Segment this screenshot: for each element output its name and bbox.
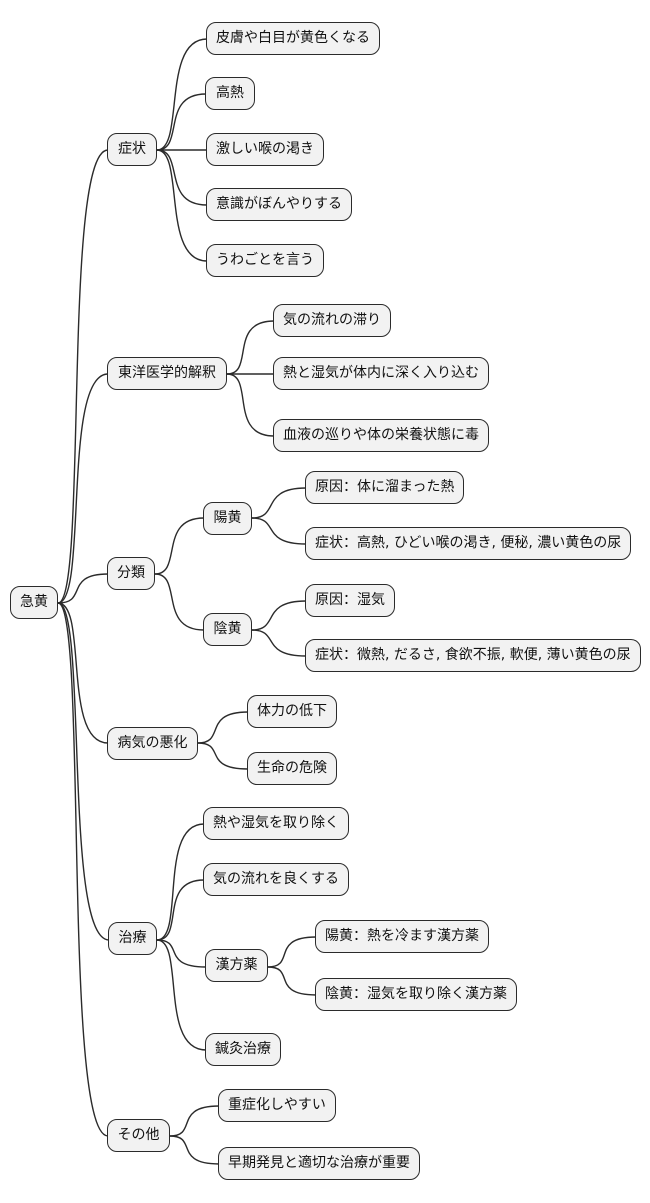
branch-treatment: 治療	[108, 922, 157, 955]
edge-interp-1	[226, 320, 275, 375]
edge-interp-3	[226, 373, 275, 437]
edge-root-worsening	[57, 602, 109, 744]
edge-kampo-yin	[267, 966, 317, 996]
leaf-yang-symptoms: 症状：高熱, ひどい喉の渇き, 便秘, 濃い黄色の尿	[305, 527, 632, 560]
node-yin-jaundice: 陰黄	[203, 613, 252, 646]
edge-worsen-1	[197, 711, 249, 744]
edge-root-symptoms	[57, 149, 109, 604]
edge-root-other	[57, 602, 109, 1137]
leaf-life-danger: 生命の危険	[247, 752, 337, 785]
leaf-remove-heat-damp: 熱や湿気を取り除く	[203, 807, 349, 840]
leaf-kampo-yin: 陰黄：湿気を取り除く漢方薬	[315, 978, 517, 1011]
edge-treat-4	[156, 939, 207, 1051]
edge-yin-symptoms	[251, 629, 307, 657]
node-kampo: 漢方薬	[205, 949, 268, 982]
branch-classification: 分類	[107, 557, 155, 590]
leaf-symptom-jaundice-color: 皮膚や白目が黄色くなる	[206, 22, 380, 55]
leaf-kampo-yang: 陽黄：熱を冷ます漢方薬	[315, 920, 489, 953]
leaf-yin-cause: 原因：湿気	[305, 584, 395, 617]
leaf-yang-cause: 原因：体に溜まった熱	[305, 471, 465, 504]
edge-symptoms-4	[156, 149, 208, 206]
leaf-symptom-thirst: 激しい喉の渇き	[206, 133, 324, 166]
edge-symptoms-1	[156, 38, 208, 151]
edge-class-yang	[154, 517, 205, 575]
edge-root-interpretation	[57, 373, 109, 604]
leaf-qi-stagnation: 気の流れの滞り	[273, 304, 391, 337]
edge-yang-cause	[251, 487, 307, 519]
node-yang-jaundice: 陽黄	[203, 502, 252, 535]
leaf-symptom-consciousness: 意識がぼんやりする	[206, 188, 352, 221]
leaf-heat-damp: 熱と湿気が体内に深く入り込む	[273, 357, 489, 390]
leaf-symptom-delirium: うわごとを言う	[206, 244, 324, 277]
edge-yang-symptoms	[251, 517, 307, 545]
root-node: 急黄	[10, 586, 58, 619]
edge-other-2	[169, 1135, 220, 1165]
leaf-early-detection: 早期発見と適切な治療が重要	[218, 1147, 420, 1180]
edge-other-1	[169, 1105, 220, 1137]
leaf-symptom-high-fever: 高熱	[205, 77, 255, 110]
edge-yin-cause	[251, 600, 307, 631]
leaf-improve-qi-flow: 気の流れを良くする	[203, 863, 349, 896]
branch-interpretation: 東洋医学的解釈	[107, 357, 227, 390]
branch-other: その他	[107, 1119, 170, 1152]
leaf-blood-nutrition: 血液の巡りや体の栄養状態に毒	[273, 419, 489, 452]
edge-symptoms-2	[156, 93, 207, 151]
leaf-easily-severe: 重症化しやすい	[218, 1089, 336, 1122]
edge-class-yin	[154, 573, 205, 631]
branch-symptoms: 症状	[107, 133, 157, 166]
edge-kampo-yang	[267, 936, 317, 968]
edge-root-classification	[57, 573, 109, 604]
leaf-strength-decline: 体力の低下	[247, 695, 337, 728]
edge-worsen-2	[197, 742, 249, 770]
leaf-yin-symptoms: 症状：微熱, だるさ, 食欲不振, 軟便, 薄い黄色の尿	[305, 639, 641, 672]
edge-treat-kampo	[156, 939, 207, 968]
edge-treat-2	[156, 879, 205, 941]
edge-treat-1	[156, 823, 205, 941]
edge-symptoms-5	[156, 149, 208, 262]
branch-worsening: 病気の悪化	[107, 727, 198, 760]
edge-root-treatment	[57, 602, 110, 941]
leaf-acupuncture: 鍼灸治療	[205, 1033, 281, 1066]
